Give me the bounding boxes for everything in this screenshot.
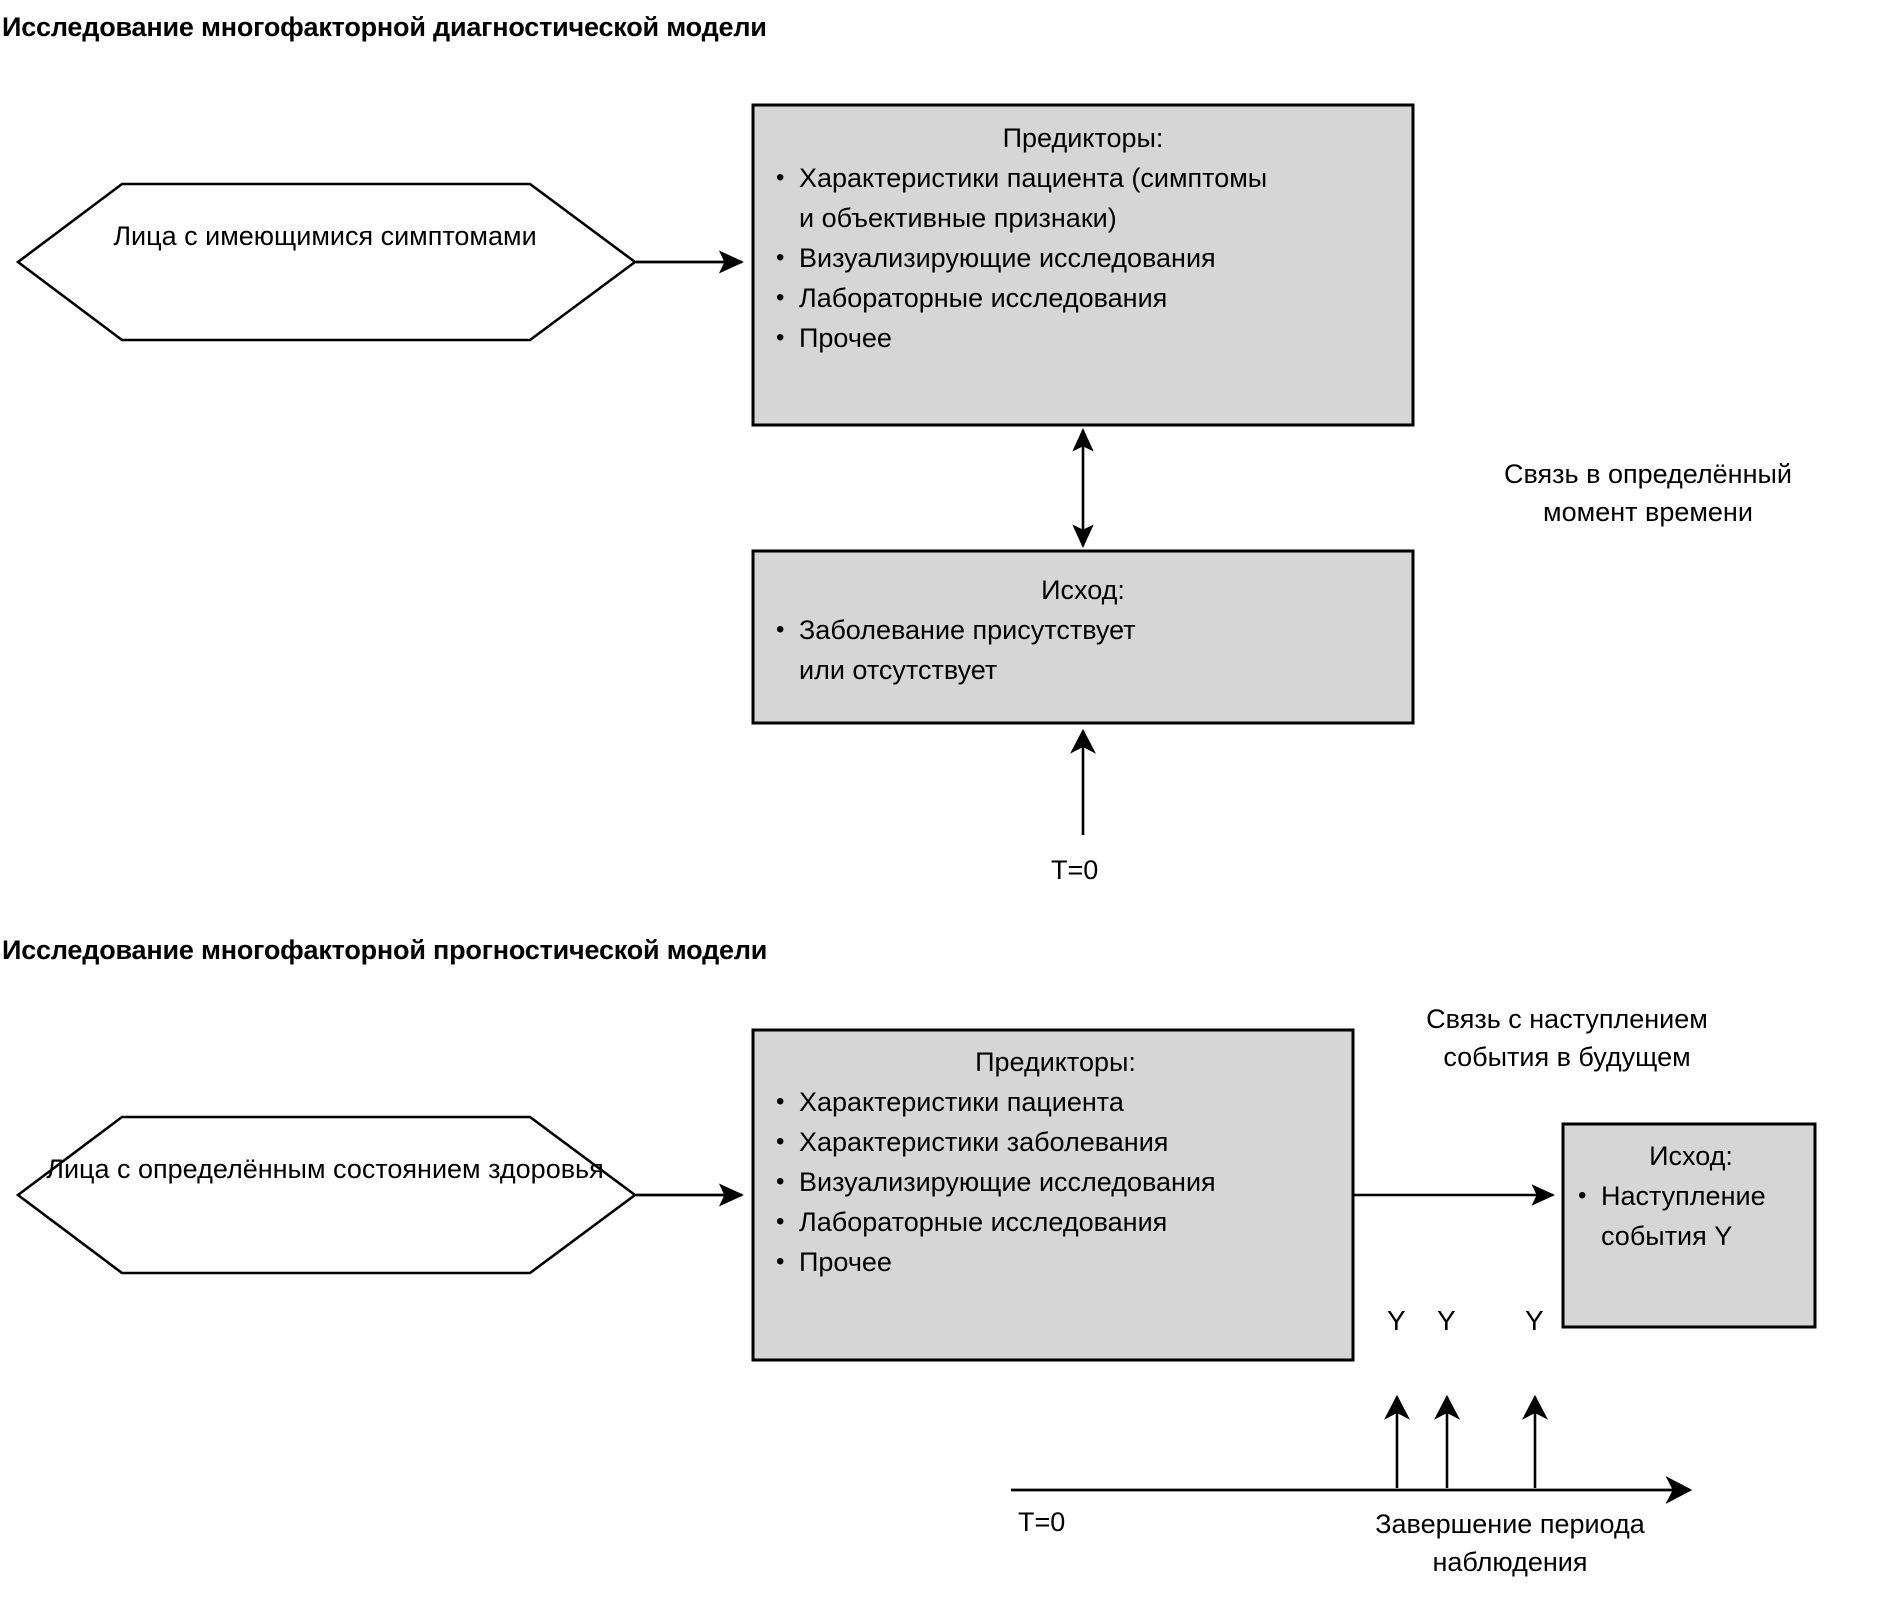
predictors-item: Визуализирующие исследования	[773, 238, 1393, 278]
predictors-item: Прочее	[773, 1242, 1338, 1282]
predictors-heading-prognostic: Предикторы:	[975, 1047, 1136, 1077]
predictors-item: Характеристики заболевания	[773, 1122, 1338, 1162]
outcome-item: Наступление события Y	[1575, 1176, 1807, 1256]
predictors-item: Визуализирующие исследования	[773, 1162, 1338, 1202]
time-zero-label-diagnostic: T=0	[1051, 855, 1099, 885]
predictors-item: Лабораторные исследования	[773, 1202, 1338, 1242]
predictors-list-prognostic: Характеристики пациента Характеристики з…	[773, 1082, 1338, 1282]
outcome-content-prognostic: Исход: Наступление события Y	[1575, 1136, 1807, 1256]
time-zero-label-prognostic: T=0	[1018, 1507, 1066, 1537]
population-hexagon-diagnostic	[15, 182, 638, 342]
relation-note-diagnostic: Связь в определённый момент времени	[1504, 459, 1792, 527]
outcome-list-prognostic: Наступление события Y	[1575, 1176, 1807, 1256]
predictors-content-prognostic: Предикторы: Характеристики пациента Хара…	[773, 1042, 1338, 1282]
predictors-item: Характеристики пациента (симптомы и объе…	[773, 158, 1393, 238]
event-marker-2: Y	[1437, 1305, 1456, 1336]
population-hexagon-prognostic	[15, 1115, 638, 1275]
predictors-heading-diagnostic: Предикторы:	[1002, 123, 1164, 153]
population-label-diagnostic: Лица с имеющимися симптомами	[113, 221, 537, 251]
relation-note-prognostic: Связь с наступлением события в будущем	[1426, 1004, 1708, 1072]
outcome-item: Заболевание присутствует или отсутствует	[773, 610, 1393, 690]
event-marker-3: Y	[1525, 1305, 1544, 1336]
predictors-content-diagnostic: Предикторы: Характеристики пациента (сим…	[773, 118, 1393, 358]
outcome-heading-diagnostic: Исход:	[1041, 575, 1125, 605]
followup-end-label-prognostic: Завершение периода наблюдения	[1375, 1509, 1645, 1577]
predictors-list-diagnostic: Характеристики пациента (симптомы и объе…	[773, 158, 1393, 358]
outcome-list-diagnostic: Заболевание присутствует или отсутствует	[773, 610, 1393, 690]
predictors-item: Лабораторные исследования	[773, 278, 1393, 318]
section-title-prognostic: Исследование многофакторной прогностичес…	[2, 935, 768, 965]
event-marker-1: Y	[1387, 1305, 1406, 1336]
predictors-item: Характеристики пациента	[773, 1082, 1338, 1122]
population-label-prognostic: Лица с определённым состоянием здоровья	[46, 1154, 604, 1184]
outcome-heading-prognostic: Исход:	[1649, 1141, 1733, 1171]
predictors-item: Прочее	[773, 318, 1393, 358]
outcome-content-diagnostic: Исход: Заболевание присутствует или отсу…	[773, 570, 1393, 690]
section-title-diagnostic: Исследование многофакторной диагностичес…	[2, 12, 767, 42]
